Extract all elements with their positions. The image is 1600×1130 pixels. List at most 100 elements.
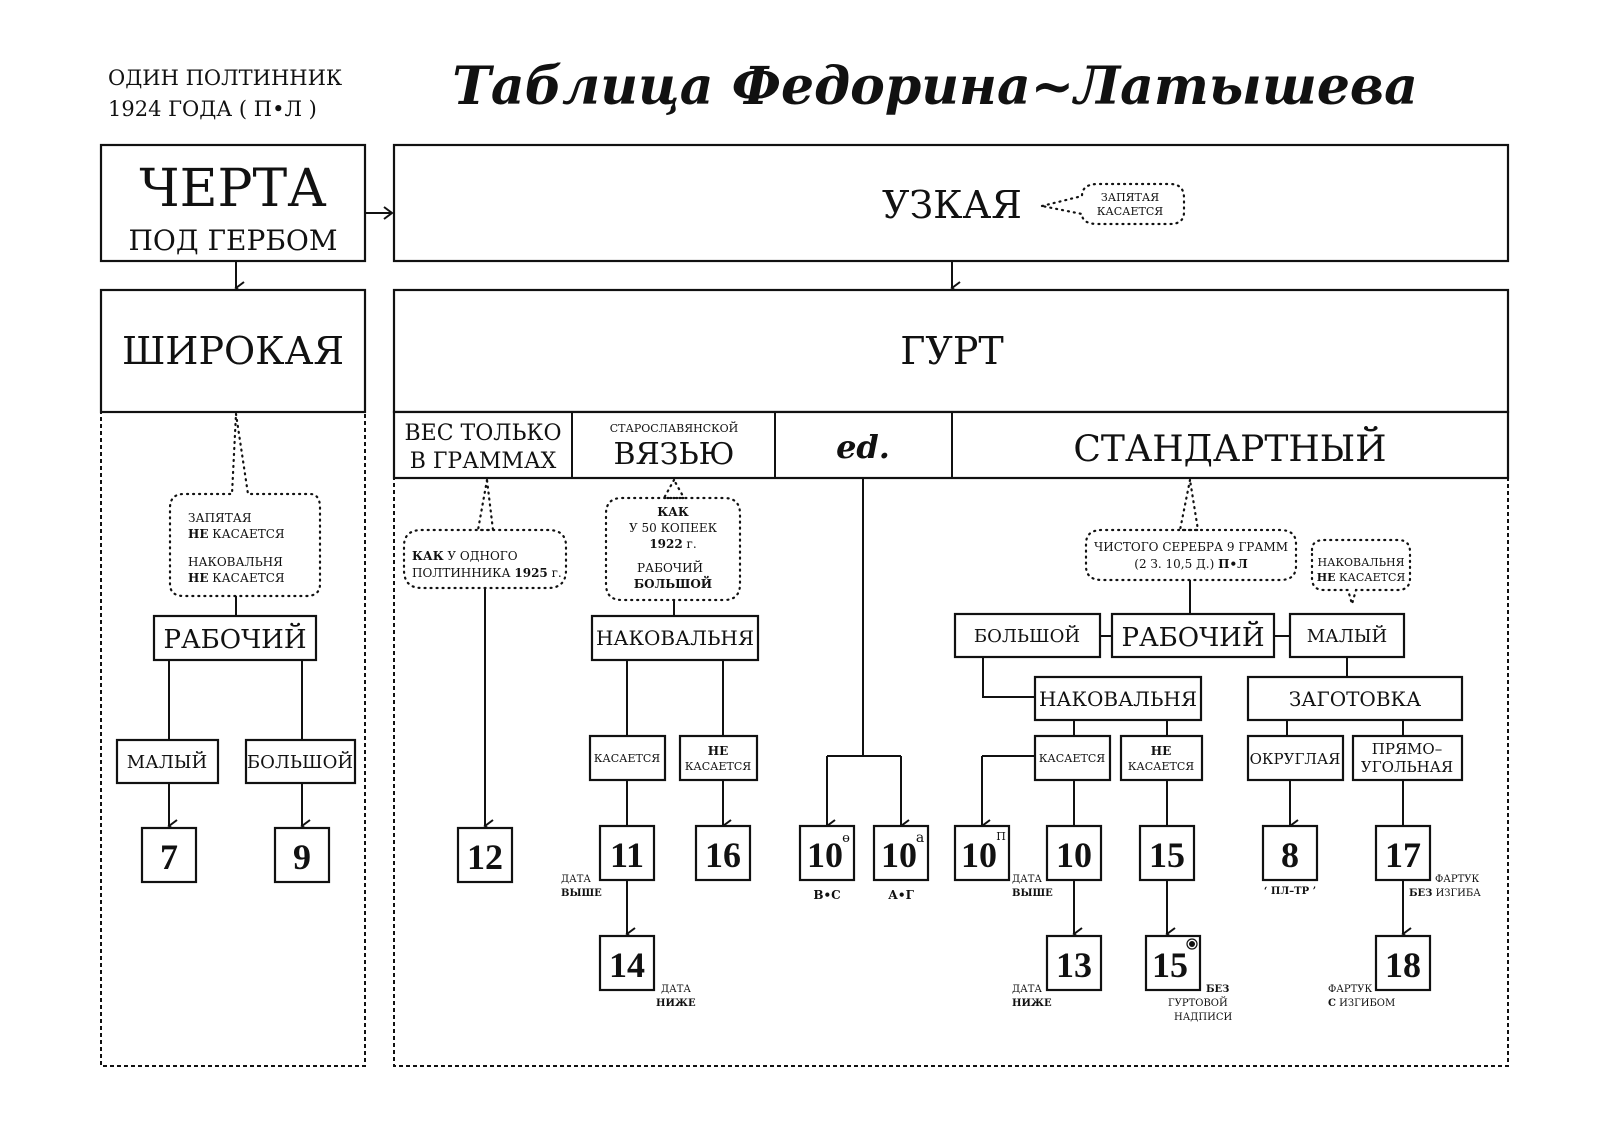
std-malyi-label: МАЛЫЙ xyxy=(1307,624,1388,647)
uzkaya-note-1: ЗАПЯТАЯ xyxy=(1101,191,1159,204)
vyaz-small-label: СТАРОСЛАВЯНСКОЙ xyxy=(610,421,739,435)
pod-gerbom-label: ПОД ГЕРБОМ xyxy=(128,224,337,257)
num-box-16 xyxy=(694,824,752,882)
vyaz-label: ВЯЗЬЮ xyxy=(614,437,735,472)
std-pryamo-label-1: ПРЯМО– xyxy=(1372,740,1442,758)
n15b-label-3: НАДПИСИ xyxy=(1174,1012,1233,1023)
uzkaya-box xyxy=(392,143,1510,263)
std-kasaetsya-box xyxy=(1033,734,1112,782)
vyaz-kasaetsya-label: КАСАЕТСЯ xyxy=(594,752,660,765)
shirokaya-box xyxy=(99,288,367,414)
num-10a: 10 xyxy=(881,835,917,875)
vyaz-nakovalnya-label: НАКОВАЛЬНЯ xyxy=(596,626,754,650)
num-16: 16 xyxy=(705,835,741,875)
n15b-label-1: БЕЗ xyxy=(1206,984,1229,995)
num-10a-label: А•Г xyxy=(888,888,914,902)
num-10p-sup: П xyxy=(996,830,1006,843)
vyaz-ne-kasaetsya-label: КАСАЕТСЯ xyxy=(685,760,751,773)
n14-label-2: НИЖЕ xyxy=(656,998,696,1009)
ves-note-1: КАК У ОДНОГО xyxy=(412,549,518,563)
shirokaya-label: ШИРОКАЯ xyxy=(122,329,344,373)
n17-label-1: ФАРТУК xyxy=(1435,874,1479,885)
n11-label-2: ВЫШЕ xyxy=(561,888,602,899)
connector xyxy=(1073,720,1404,736)
connector xyxy=(827,478,901,757)
num-box-10a xyxy=(872,824,930,882)
n18-label-2: С ИЗГИБОМ xyxy=(1328,998,1395,1009)
vyaz-ne-label: НЕ xyxy=(708,744,728,758)
vyaz-ne-kasaetsya-box xyxy=(678,734,759,782)
left-bolshoy-label: БОЛЬШОЙ xyxy=(247,750,353,773)
n18-label-1: ФАРТУК xyxy=(1328,984,1372,995)
standard-label: СТАНДАРТНЫЙ xyxy=(1073,427,1386,470)
vyaz-note-4: РАБОЧИЙ xyxy=(637,559,703,575)
connector xyxy=(626,660,724,736)
page-title: Таблица Федорина~Латышева xyxy=(452,56,1418,117)
num-10v-label: В•С xyxy=(813,888,840,902)
num-box-10v xyxy=(798,824,856,882)
num-10: 10 xyxy=(1056,835,1092,875)
n15b-label-2: ГУРТОВОЙ xyxy=(1168,997,1228,1009)
num-box-15 xyxy=(1138,824,1196,882)
uzkaya-note-bubble xyxy=(1041,182,1186,226)
ed-label: ed. xyxy=(836,428,890,466)
std-bolshoy-box xyxy=(953,612,1102,659)
subtitle-line-1: ОДИН ПОЛТИННИК xyxy=(108,66,342,90)
std-rabochiy-box xyxy=(1110,612,1276,659)
standard-note2-1: НАКОВАЛЬНЯ xyxy=(1318,556,1405,569)
shirokaya-panel xyxy=(100,411,366,1067)
standard-note2-2: НЕ КАСАЕТСЯ xyxy=(1317,571,1406,584)
vyaz-note-2: У 50 КОПЕЕК xyxy=(629,521,718,535)
num-15: 15 xyxy=(1149,835,1185,875)
num-9: 9 xyxy=(293,837,311,877)
std-kasaetsya-label: КАСАЕТСЯ xyxy=(1039,752,1105,765)
std-pryamo-label-2: УГОЛЬНАЯ xyxy=(1361,758,1453,776)
std-nakovalnya-label: НАКОВАЛЬНЯ xyxy=(1039,687,1197,711)
num-box-8 xyxy=(1261,824,1319,882)
gurt-panel xyxy=(393,477,1509,1067)
num-box-12 xyxy=(456,826,514,884)
gurt-box xyxy=(392,288,1510,414)
vyaz-note-3: 1922 г. xyxy=(649,537,696,551)
num-box-14 xyxy=(598,934,656,992)
uzkaya-label: УЗКАЯ xyxy=(882,183,1022,227)
num-7: 7 xyxy=(160,837,178,877)
left-malyi-box xyxy=(115,738,220,785)
n14-label-1: ДАТА xyxy=(661,984,691,995)
connector xyxy=(168,660,303,740)
left-rabochiy-label: РАБОЧИЙ xyxy=(163,623,306,655)
n11-label-1: ДАТА xyxy=(561,874,591,885)
ves-label-2: В ГРАММАХ xyxy=(410,449,557,474)
num-8: 8 xyxy=(1281,835,1299,875)
std-ne-kasaetsya-label: КАСАЕТСЯ xyxy=(1128,760,1194,773)
left-note-3: НАКОВАЛЬНЯ xyxy=(188,555,283,569)
left-note-1: ЗАПЯТАЯ xyxy=(188,511,252,525)
std-bolshoy-label: БОЛЬШОЙ xyxy=(974,624,1080,647)
std-okruglaya-label: ОКРУГЛАЯ xyxy=(1250,750,1341,768)
num-17: 17 xyxy=(1385,835,1421,875)
std-ne-kasaetsya-box xyxy=(1119,734,1204,782)
cherta-box xyxy=(99,143,367,263)
left-note-2: НЕ КАСАЕТСЯ xyxy=(188,527,285,541)
num-box-13 xyxy=(1045,934,1103,992)
n17-label-2: БЕЗ ИЗГИБА xyxy=(1409,888,1481,899)
left-note-4: НЕ КАСАЕТСЯ xyxy=(188,571,285,585)
num-11: 11 xyxy=(610,835,644,875)
num-box-9 xyxy=(273,826,331,884)
std-okruglaya-box xyxy=(1246,734,1345,782)
left-bolshoy-box xyxy=(244,738,357,785)
std-ne-label: НЕ xyxy=(1151,744,1171,758)
left-rabochiy-box xyxy=(152,614,318,662)
vyaz-kasaetsya-box xyxy=(588,734,667,782)
uzkaya-note-2: КАСАЕТСЯ xyxy=(1097,205,1163,218)
standard-note-2: (2 З. 10,5 Д.) П•Л xyxy=(1134,557,1248,571)
num-box-7 xyxy=(140,826,198,884)
vyaz-note-5: БОЛЬШОЙ xyxy=(634,575,712,591)
num-10p: 10 xyxy=(961,835,997,875)
num-box-17 xyxy=(1374,824,1432,882)
std-rabochiy-label: РАБОЧИЙ xyxy=(1121,621,1264,653)
num-10v: 10 xyxy=(807,835,843,875)
ves-label-1: ВЕС ТОЛЬКО xyxy=(404,421,561,446)
num-18: 18 xyxy=(1385,945,1421,985)
